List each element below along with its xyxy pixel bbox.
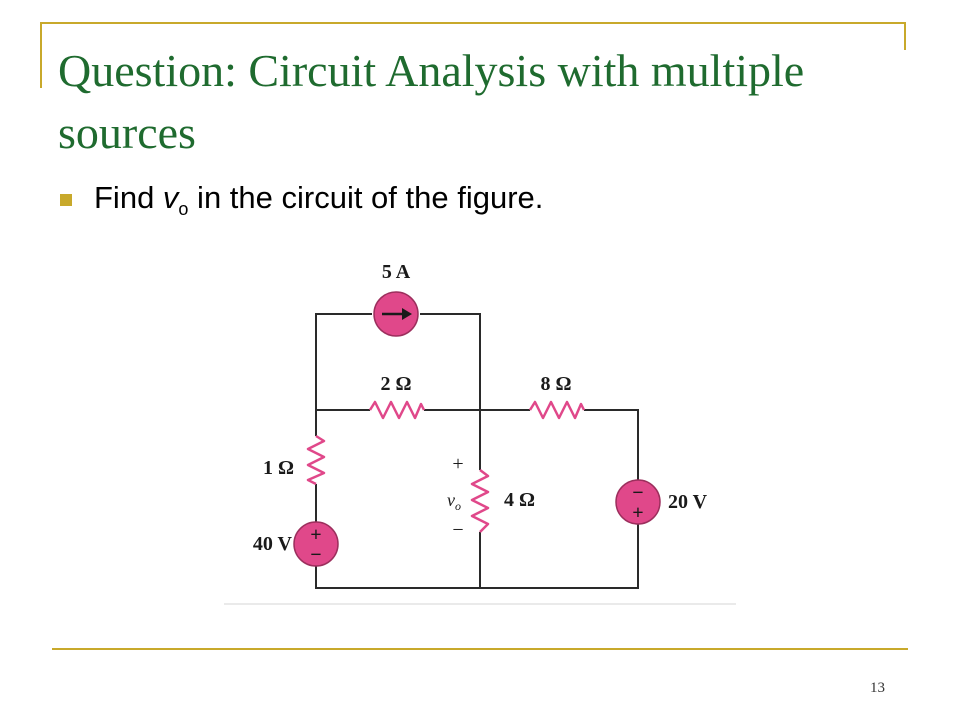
circuit-wires (315, 313, 639, 589)
bullet-var: v (162, 180, 179, 215)
frame-right-line (904, 22, 906, 50)
bullet-sub: o (178, 199, 189, 220)
voltage-source-20v-circle (615, 479, 661, 525)
bullet-prefix: Find (94, 180, 163, 215)
label-8ohm: 8 Ω (540, 373, 571, 395)
resistor-1ohm (306, 434, 326, 486)
source-40v-minus: − (310, 544, 321, 566)
frame-bottom-line (52, 648, 908, 650)
label-1ohm: 1 Ω (263, 457, 294, 479)
current-source-5a (373, 291, 419, 337)
wire-bottom (315, 522, 639, 589)
voltage-source-40v: + − (293, 521, 339, 567)
current-arrow-head (402, 308, 412, 320)
bullet-marker (60, 194, 72, 207)
frame-top-line (40, 22, 904, 24)
voltage-source-20v: − + (615, 479, 661, 525)
page-number: 13 (870, 680, 885, 696)
slide-title: Question: Circuit Analysis with multiple… (58, 45, 805, 158)
label-4ohm: 4 Ω (504, 489, 535, 511)
source-40v-plus: + (310, 524, 321, 546)
circuit-diagram: + − − + 5 A 2 Ω 8 Ω 1 Ω 40 V 4 Ω 20 V + … (224, 261, 736, 605)
bullet-suffix: in the circuit of the figure. (188, 180, 544, 215)
wire-top-right (420, 313, 481, 410)
label-40v: 40 V (253, 533, 293, 555)
bullet-item: Find vo in the circuit of the figure. (60, 180, 543, 220)
wire-8ohm-to-20v (584, 409, 639, 484)
frame-left-line (40, 22, 42, 88)
source-20v-plus: + (632, 502, 643, 524)
label-20v: 20 V (668, 491, 708, 513)
source-20v-minus: − (632, 482, 643, 504)
resistor-4ohm (470, 469, 490, 533)
wire-top-left (315, 313, 372, 410)
label-5a: 5 A (382, 261, 411, 283)
voltage-source-40v-circle (293, 521, 339, 567)
vo-sub: o (455, 499, 461, 513)
label-2ohm: 2 Ω (380, 373, 411, 395)
vo-label: vo (447, 490, 461, 513)
vo-var: v (447, 490, 455, 510)
resistor-8ohm (528, 400, 586, 420)
vo-plus: + (452, 453, 463, 475)
vo-minus: − (452, 519, 463, 541)
resistor-2ohm (368, 400, 426, 420)
bullet-text: Find vo in the circuit of the figure. (94, 180, 543, 220)
